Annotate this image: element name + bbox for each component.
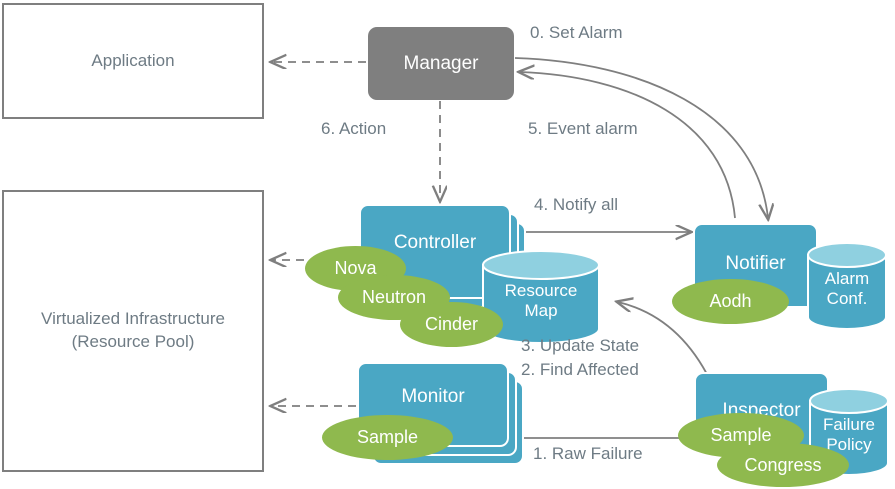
tag-cinder[interactable]: Cinder — [400, 302, 503, 347]
infrastructure-label: Virtualized Infrastructure (Resource Poo… — [41, 308, 225, 354]
tag-congress[interactable]: Congress — [717, 443, 849, 487]
label-notify-all: 4. Notify all — [534, 195, 619, 214]
alarm-conf-cylinder[interactable]: Alarm Conf. — [806, 241, 888, 331]
monitor-label: Monitor — [401, 386, 465, 407]
controller-label: Controller — [393, 232, 477, 253]
manager-box[interactable]: Manager — [368, 27, 514, 100]
arrow-event-alarm — [520, 72, 736, 219]
tag-aodh[interactable]: Aodh — [672, 279, 789, 324]
infrastructure-label-line1: Virtualized Infrastructure — [41, 309, 225, 329]
manager-label: Manager — [403, 52, 479, 74]
infrastructure-box[interactable]: Virtualized Infrastructure (Resource Poo… — [2, 190, 264, 472]
tag-aodh-label: Aodh — [709, 291, 752, 311]
label-update-state: 3. Update State — [521, 336, 640, 355]
alarm-conf-shape — [807, 242, 887, 330]
tag-nova-label: Nova — [334, 258, 377, 278]
application-label: Application — [91, 50, 175, 70]
tag-sample-monitor[interactable]: Sample — [322, 415, 453, 460]
arrow-set-alarm — [514, 57, 768, 218]
tag-sample-monitor-label: Sample — [356, 427, 419, 447]
label-raw-failure: 1. Raw Failure — [533, 444, 643, 463]
label-find-affected: 2. Find Affected — [521, 360, 639, 379]
notifier-label: Notifier — [725, 253, 786, 274]
application-box[interactable]: Application — [2, 3, 264, 119]
label-action: 6. Action — [321, 119, 387, 138]
arrow-update-state — [618, 302, 711, 381]
tag-cinder-label: Cinder — [424, 314, 479, 334]
label-event-alarm: 5. Event alarm — [528, 119, 638, 138]
label-set-alarm: 0. Set Alarm — [530, 23, 623, 42]
infrastructure-label-line2: (Resource Pool) — [71, 332, 195, 351]
tag-congress-label: Congress — [744, 454, 822, 475]
tag-sample-inspector-label: Sample — [710, 425, 772, 445]
resource-map-shape — [482, 250, 600, 344]
tag-neutron-label: Neutron — [361, 287, 427, 307]
